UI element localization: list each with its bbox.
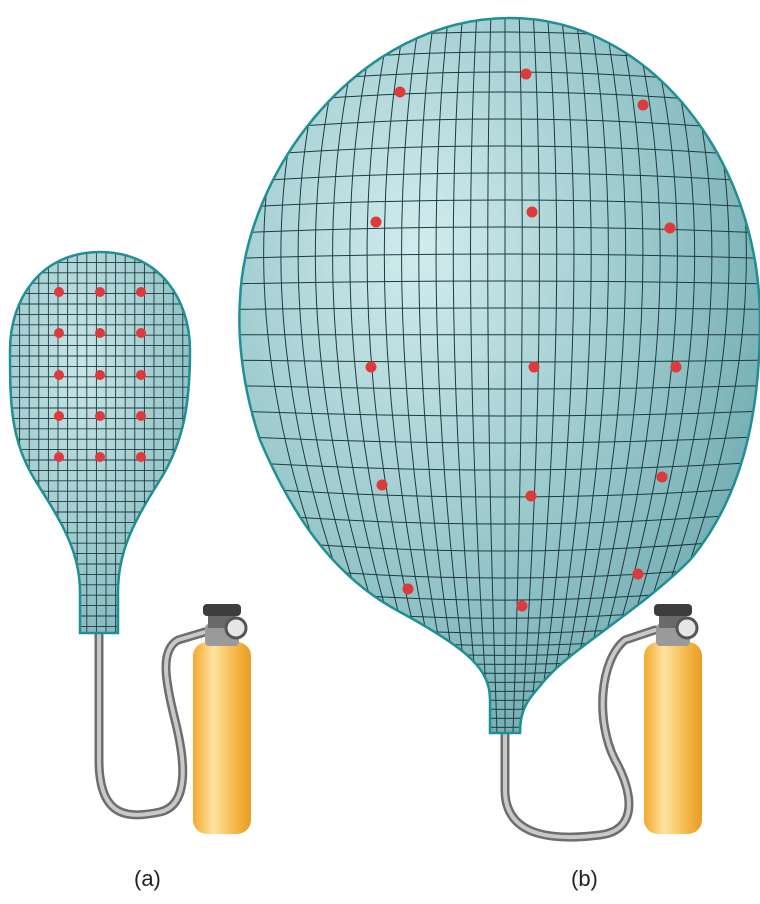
surface-dot: [671, 362, 682, 373]
surface-dot: [136, 452, 146, 462]
surface-dot: [54, 452, 64, 462]
surface-dot: [95, 411, 105, 421]
surface-dot: [529, 362, 540, 373]
surface-dot: [366, 362, 377, 373]
surface-dot: [395, 87, 406, 98]
surface-dot: [657, 472, 668, 483]
surface-dot: [526, 491, 537, 502]
pressure-gauge: [677, 618, 697, 638]
panel-b-large-balloon: [230, 10, 760, 837]
surface-dot: [136, 411, 146, 421]
surface-dot: [638, 100, 649, 111]
surface-dot: [95, 370, 105, 380]
hose: [99, 632, 205, 815]
surface-dot: [95, 287, 105, 297]
surface-dot: [403, 584, 414, 595]
pressure-gauge: [226, 618, 246, 638]
surface-dot: [633, 569, 644, 580]
surface-dot: [95, 328, 105, 338]
surface-dot: [371, 217, 382, 228]
surface-dot: [521, 69, 532, 80]
surface-dot: [95, 452, 105, 462]
surface-dot: [136, 370, 146, 380]
gas-tank: [193, 604, 251, 834]
surface-dot: [517, 601, 528, 612]
surface-dot: [54, 287, 64, 297]
gas-tank: [644, 604, 702, 834]
surface-dot: [136, 287, 146, 297]
valve-knob: [203, 604, 241, 616]
surface-dot: [665, 223, 676, 234]
panel-a-small-balloon: [8, 250, 251, 834]
valve-knob: [654, 604, 692, 616]
surface-dot: [54, 370, 64, 380]
panel-b-label: (b): [571, 866, 598, 892]
surface-dot: [136, 328, 146, 338]
surface-dot: [377, 480, 388, 491]
surface-dot: [527, 207, 538, 218]
panel-a-label: (a): [134, 866, 161, 892]
surface-dot: [54, 411, 64, 421]
surface-dot: [54, 328, 64, 338]
balloon-small: [8, 250, 192, 635]
